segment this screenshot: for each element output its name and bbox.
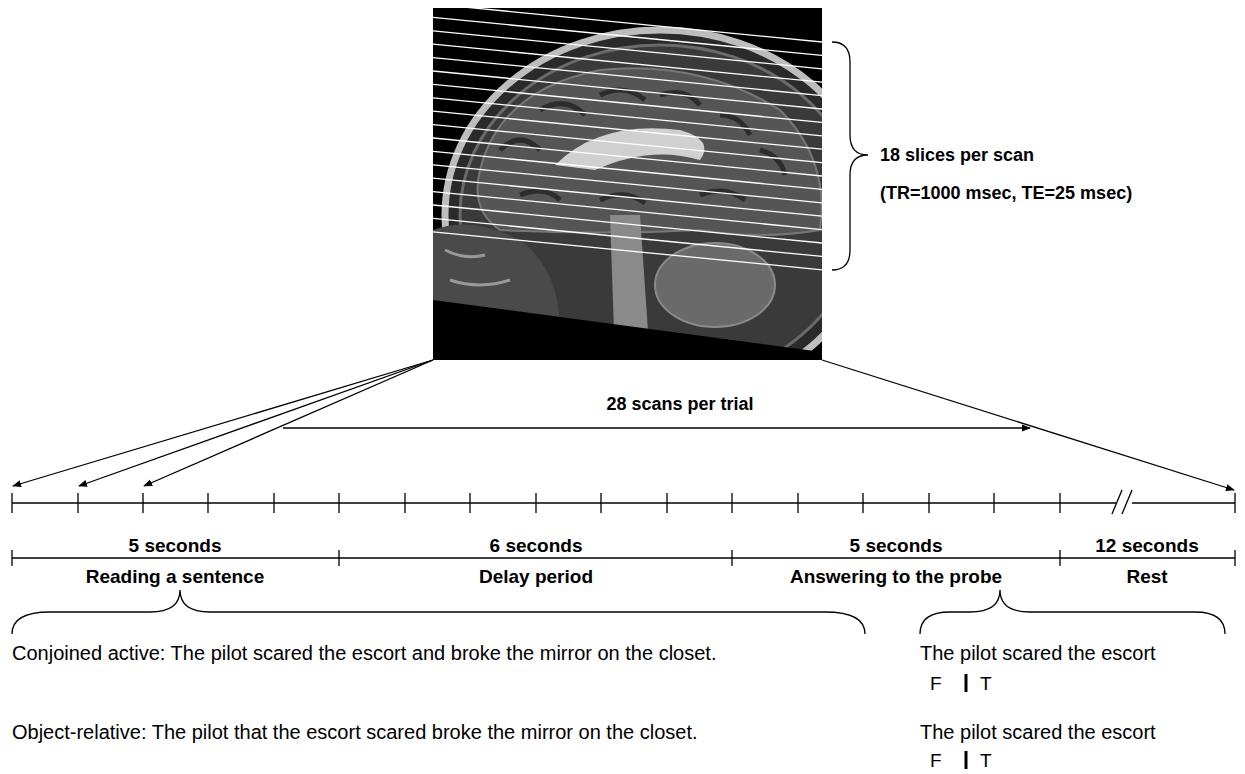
annotation-label: Reading a sentence [86, 567, 264, 586]
annotation-label: Conjoined active: The pilot scared the e… [12, 643, 716, 663]
annotation-label: 12 seconds [1095, 536, 1199, 555]
annotation-label: 18 slices per scan [880, 146, 1034, 164]
slice-lines [433, 8, 822, 270]
mri-image [433, 8, 822, 360]
annotation-label: T [980, 674, 992, 693]
probe-brace [920, 590, 1225, 634]
annotation-label: F [930, 674, 942, 693]
annotation-label: (TR=1000 msec, TE=25 msec) [880, 184, 1132, 202]
annotation-label: F [930, 751, 942, 770]
sentence-brace [12, 590, 865, 634]
annotation-label: 5 seconds [850, 536, 943, 555]
annotation-label: Answering to the probe [790, 567, 1002, 586]
annotation-label: 5 seconds [129, 536, 222, 555]
answer-divider [965, 751, 968, 769]
annotation-label: The pilot scared the escort [920, 722, 1156, 742]
answer-divider [965, 674, 968, 692]
slice-bracket [832, 42, 868, 270]
annotation-label: 6 seconds [490, 536, 583, 555]
annotation-label: 28 scans per trial [606, 395, 753, 413]
annotation-label: Delay period [479, 567, 593, 586]
scan-timeline [12, 490, 1235, 514]
annotation-label: The pilot scared the escort [920, 643, 1156, 663]
annotation-label: T [980, 751, 992, 770]
scan-arrows [13, 360, 1234, 490]
annotation-label: Rest [1126, 567, 1167, 586]
annotation-label: Object-relative: The pilot that the esco… [12, 722, 698, 742]
